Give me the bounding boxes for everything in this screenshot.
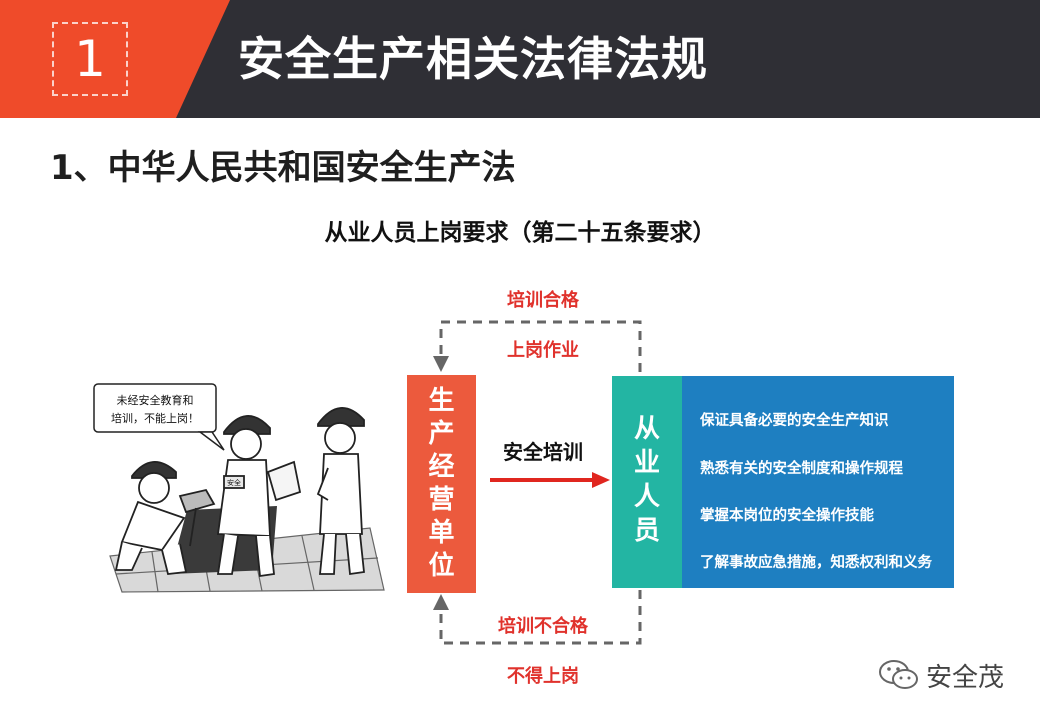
page-title: 安全生产相关法律法规 [238, 32, 708, 86]
unit-char: 产 [428, 419, 455, 449]
staff-char: 人 [633, 482, 660, 512]
requirement-item: 掌握本岗位的安全操作技能 [700, 508, 874, 524]
label-training-failed: 培训不合格 [498, 616, 588, 637]
requirement-item: 熟悉有关的安全制度和操作规程 [700, 461, 903, 477]
watermark-text: 安全茂 [926, 662, 1005, 693]
wechat-icon [879, 660, 918, 689]
production-unit-box: 生 产 经 营 单 位 [407, 375, 476, 593]
label-training-passed: 培训合格 [507, 290, 579, 311]
staff-char: 从 [633, 414, 660, 444]
workers-cartoon-illustration: 未经安全教育和 培训，不能上岗！ 安全 [93, 383, 385, 593]
section-number: 1 [52, 22, 128, 96]
unit-char: 单 [428, 518, 455, 548]
speech-text-line: 未经安全教育和 [117, 393, 194, 407]
safety-training-label: 安全培训 [503, 440, 583, 464]
watermark: 安全茂 [878, 655, 1004, 695]
label-start-work: 上岗作业 [507, 340, 579, 361]
diagram-heading: 从业人员上岗要求（第二十五条要求） [324, 220, 716, 246]
unit-char: 位 [428, 551, 455, 581]
unit-char: 生 [428, 386, 455, 416]
staff-box: 从 业 人 员 [612, 376, 682, 588]
law-title: 1、中华人民共和国安全生产法 [50, 148, 516, 188]
staff-char: 员 [633, 516, 660, 546]
unit-char: 经 [428, 452, 455, 482]
unit-char: 营 [428, 485, 455, 515]
label-no-work: 不得上岗 [507, 666, 579, 687]
armband-text: 安全 [227, 478, 241, 487]
requirements-box: 保证具备必要的安全生产知识 熟悉有关的安全制度和操作规程 掌握本岗位的安全操作技… [682, 376, 954, 588]
speech-text-line: 培训，不能上岗！ [111, 411, 199, 425]
header-accent [0, 0, 230, 118]
requirement-item: 了解事故应急措施，知悉权利和义务 [700, 555, 932, 571]
requirement-item: 保证具备必要的安全生产知识 [700, 413, 889, 429]
staff-char: 业 [633, 448, 660, 478]
